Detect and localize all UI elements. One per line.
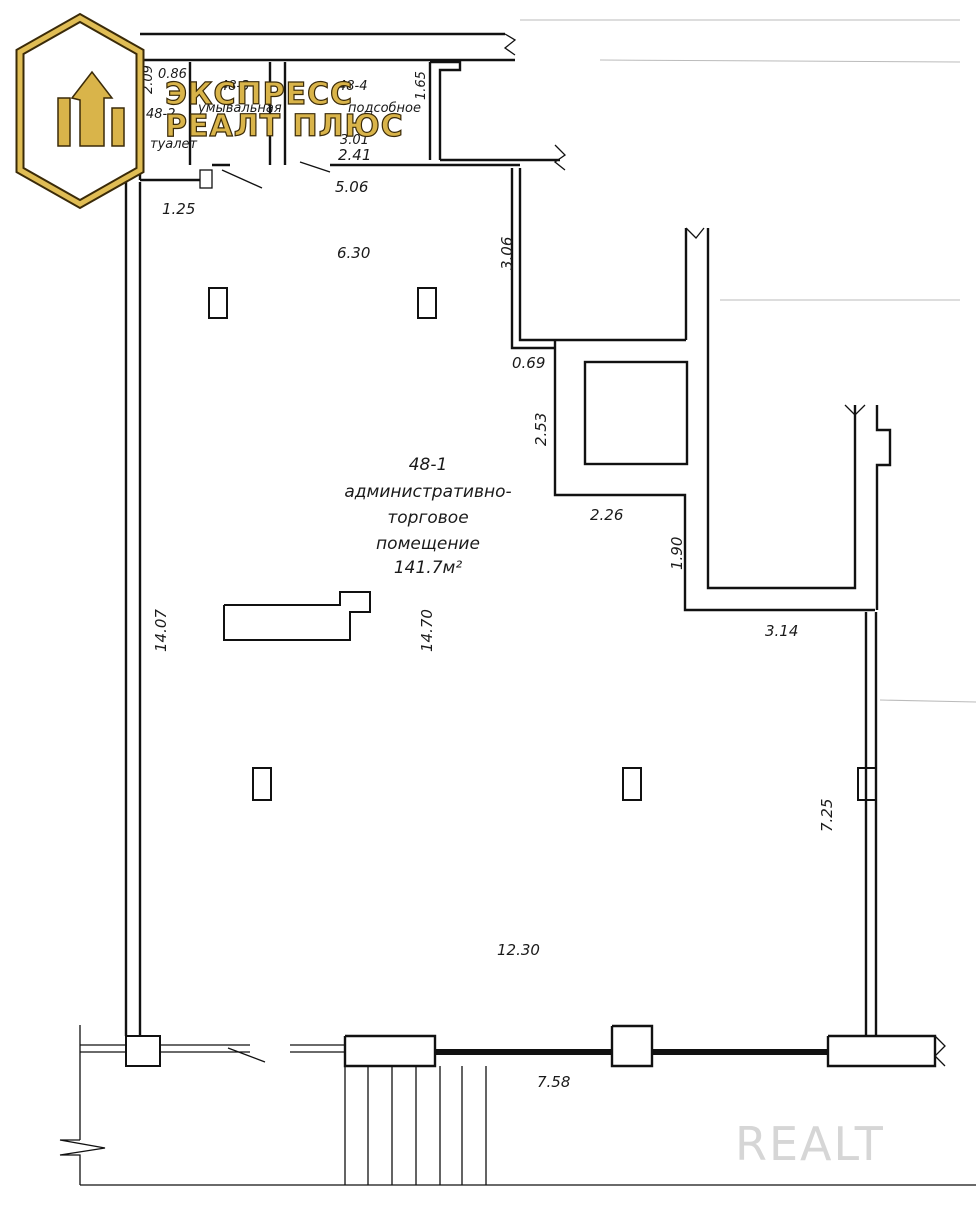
room-48-4-name: подсобное	[348, 101, 421, 116]
dim-2-41: 2.41	[338, 146, 371, 164]
dim-2-53: 2.53	[532, 413, 550, 446]
main-room-walls	[124, 168, 892, 1036]
entrance-stairs	[344, 1066, 487, 1185]
building-icon	[57, 70, 125, 147]
dim-6-30: 6.30	[337, 244, 370, 262]
dim-7-25: 7.25	[818, 799, 836, 832]
dim-12-30: 12.30	[497, 941, 540, 959]
small-room-labels: 48-2 туалет 48-3 умывальная 48-4 подсобн…	[146, 79, 421, 152]
room-48-1-label: 48-1	[409, 455, 448, 475]
room-48-4-label: 48-4	[338, 79, 368, 94]
background-texture	[520, 19, 976, 703]
columns	[208, 287, 642, 801]
logo-line1: ЭКСПРЕСС	[165, 77, 353, 112]
room-48-2-name: туалет	[150, 137, 198, 152]
dim-7-58: 7.58	[537, 1073, 570, 1091]
room-48-1-area: 141.7м²	[394, 558, 462, 578]
logo-line2: РЕАЛТ ПЛЮС	[165, 109, 404, 144]
room-48-1-name-line2: торговое	[387, 508, 468, 528]
realt-watermark: REALT	[735, 1117, 885, 1171]
room-48-3-name: умывальная	[197, 101, 282, 116]
dim-1-65: 1.65	[414, 71, 429, 100]
main-room-label: 48-1 административно- торговое помещение…	[344, 455, 511, 578]
room-48-1-name-line3: помещение	[376, 534, 480, 554]
room-48-3-label: 48-3	[220, 79, 250, 94]
dim-0-69: 0.69	[512, 354, 545, 372]
dim-5-06: 5.06	[335, 178, 368, 196]
dim-14-70: 14.70	[418, 609, 436, 652]
room-48-2-label: 48-2	[146, 107, 176, 122]
dim-1-25: 1.25	[162, 200, 195, 218]
dim-2-26: 2.26	[590, 506, 623, 524]
dim-2-09: 2.09	[141, 65, 156, 94]
dim-0-86: 0.86	[158, 67, 187, 82]
small-rooms-block	[138, 60, 567, 189]
company-logo: ЭКСПРЕСС РЕАЛТ ПЛЮС	[15, 12, 404, 210]
room-48-1-name-line1: административно-	[344, 482, 511, 502]
dim-3-14: 3.14	[765, 622, 798, 640]
dim-3-01: 3.01	[340, 133, 369, 148]
dimension-labels: 2.09 0.86 1.65 2.41 3.01 5.06 1.25 6.30 …	[141, 65, 836, 1091]
dim-1-90: 1.90	[668, 537, 686, 570]
top-wall	[140, 32, 517, 62]
bottom-wall	[59, 1024, 976, 1186]
dim-14-07: 14.07	[152, 609, 170, 652]
dim-3-06: 3.06	[498, 237, 516, 270]
